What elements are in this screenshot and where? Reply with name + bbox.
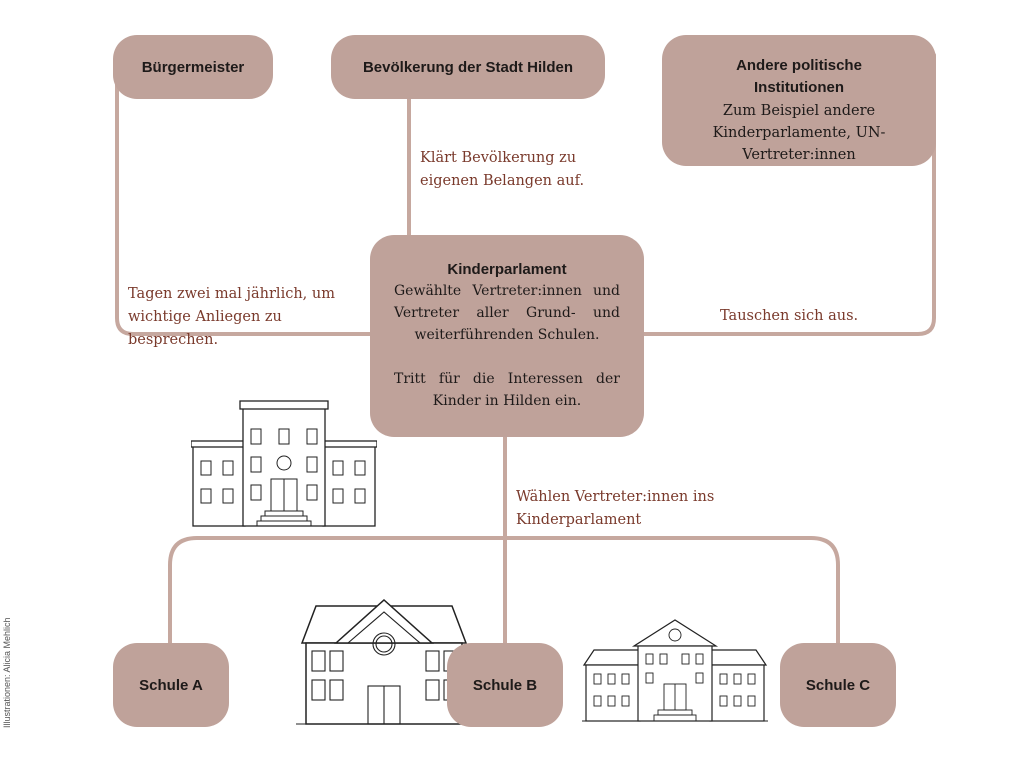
edge-label-andere: Tauschen sich aus. (720, 308, 859, 324)
node-andere-title: Andere politische Institutionen (736, 57, 862, 96)
node-bevoelkerung-label: Bevölkerung der Stadt Hilden (362, 58, 574, 76)
illustration-credit: Illustrationen: Alicia Mehlich (2, 617, 12, 728)
school-building-illustration (191, 400, 377, 527)
node-schule-b: Schule B (447, 643, 563, 727)
edge-andere-kinderparlament (638, 53, 936, 336)
node-bevoelkerung: Bevölkerung der Stadt Hilden (331, 35, 605, 99)
edge-label-buergermeister: Tagen zwei mal jährlich, um wichtige Anl… (128, 286, 335, 348)
node-schule-b-label: Schule B (472, 676, 538, 694)
node-buergermeister: Bürgermeister (113, 35, 273, 99)
node-kinderparlament-text2: Tritt für die Interessen der Kinder in H… (394, 371, 620, 409)
school-building-illustration (296, 598, 472, 725)
edge-label-bevoelkerung: Klärt Bevölkerung zu eigenen Belangen au… (420, 150, 585, 189)
node-buergermeister-label: Bürgermeister (141, 58, 245, 76)
node-schule-c-label: Schule C (805, 676, 871, 694)
edge-label-schulen: Wählen Vertreter:innen ins Kinderparlame… (516, 489, 715, 528)
node-schule-a: Schule A (113, 643, 229, 727)
node-kinderparlament: Kinderparlament Gewählte Vertreter:innen… (370, 235, 644, 437)
node-kinderparlament-text1: Gewählte Vertreter:innen und Vertreter a… (394, 283, 620, 343)
node-andere-text: Zum Beispiel andere Kinderparlamente, UN… (712, 103, 886, 163)
node-andere-institutionen: Andere politische Institutionen Zum Beis… (662, 35, 936, 166)
node-schule-c: Schule C (780, 643, 896, 727)
node-kinderparlament-title: Kinderparlament (447, 261, 567, 278)
node-schule-a-label: Schule A (139, 676, 203, 694)
edge-buergermeister-kinderparlament (115, 53, 374, 336)
school-building-illustration (582, 619, 768, 722)
